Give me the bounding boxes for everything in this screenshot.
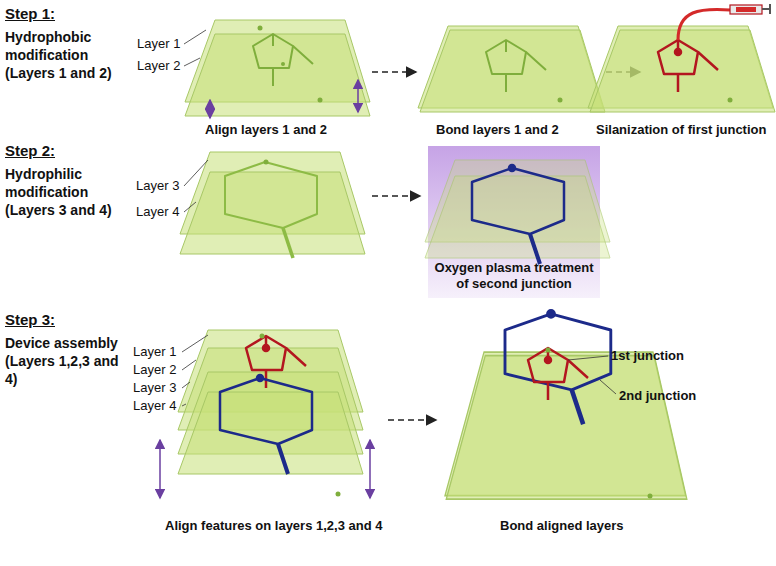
- step-heading: Step 1:: [5, 6, 55, 22]
- layer-label: Layer 2: [133, 362, 176, 378]
- step-heading: Step 2:: [5, 143, 55, 159]
- step-description: Hydrophobic modification (Layers 1 and 2…: [5, 28, 133, 82]
- callout-label: 2nd junction: [619, 388, 696, 404]
- layer-label: Layer 3: [133, 380, 176, 396]
- step-caption: Bond layers 1 and 2: [436, 122, 559, 138]
- step-description: Hydrophilic modification (Layers 3 and 4…: [5, 165, 133, 219]
- step-heading: Step 3:: [5, 312, 55, 328]
- layer-label: Layer 3: [136, 178, 179, 194]
- layer-label: Layer 4: [133, 398, 176, 414]
- step-caption: Align layers 1 and 2: [205, 122, 327, 138]
- step-caption: Bond aligned layers: [500, 518, 624, 534]
- plasma-chamber: Oxygen plasma treatment of second juncti…: [428, 146, 600, 298]
- layer-label: Layer 4: [136, 204, 179, 220]
- layer-label: Layer 1: [133, 344, 176, 360]
- chamber-caption: Oxygen plasma treatment of second juncti…: [434, 260, 594, 292]
- step-caption: Silanization of first junction: [596, 122, 766, 138]
- callout-label: 1st junction: [611, 348, 684, 364]
- step-description: Device assembly (Layers 1,2,3 and 4): [5, 334, 127, 388]
- step-caption: Align features on layers 1,2,3 and 4: [165, 518, 382, 534]
- layer-label: Layer 1: [137, 36, 180, 52]
- layer-label: Layer 2: [137, 58, 180, 74]
